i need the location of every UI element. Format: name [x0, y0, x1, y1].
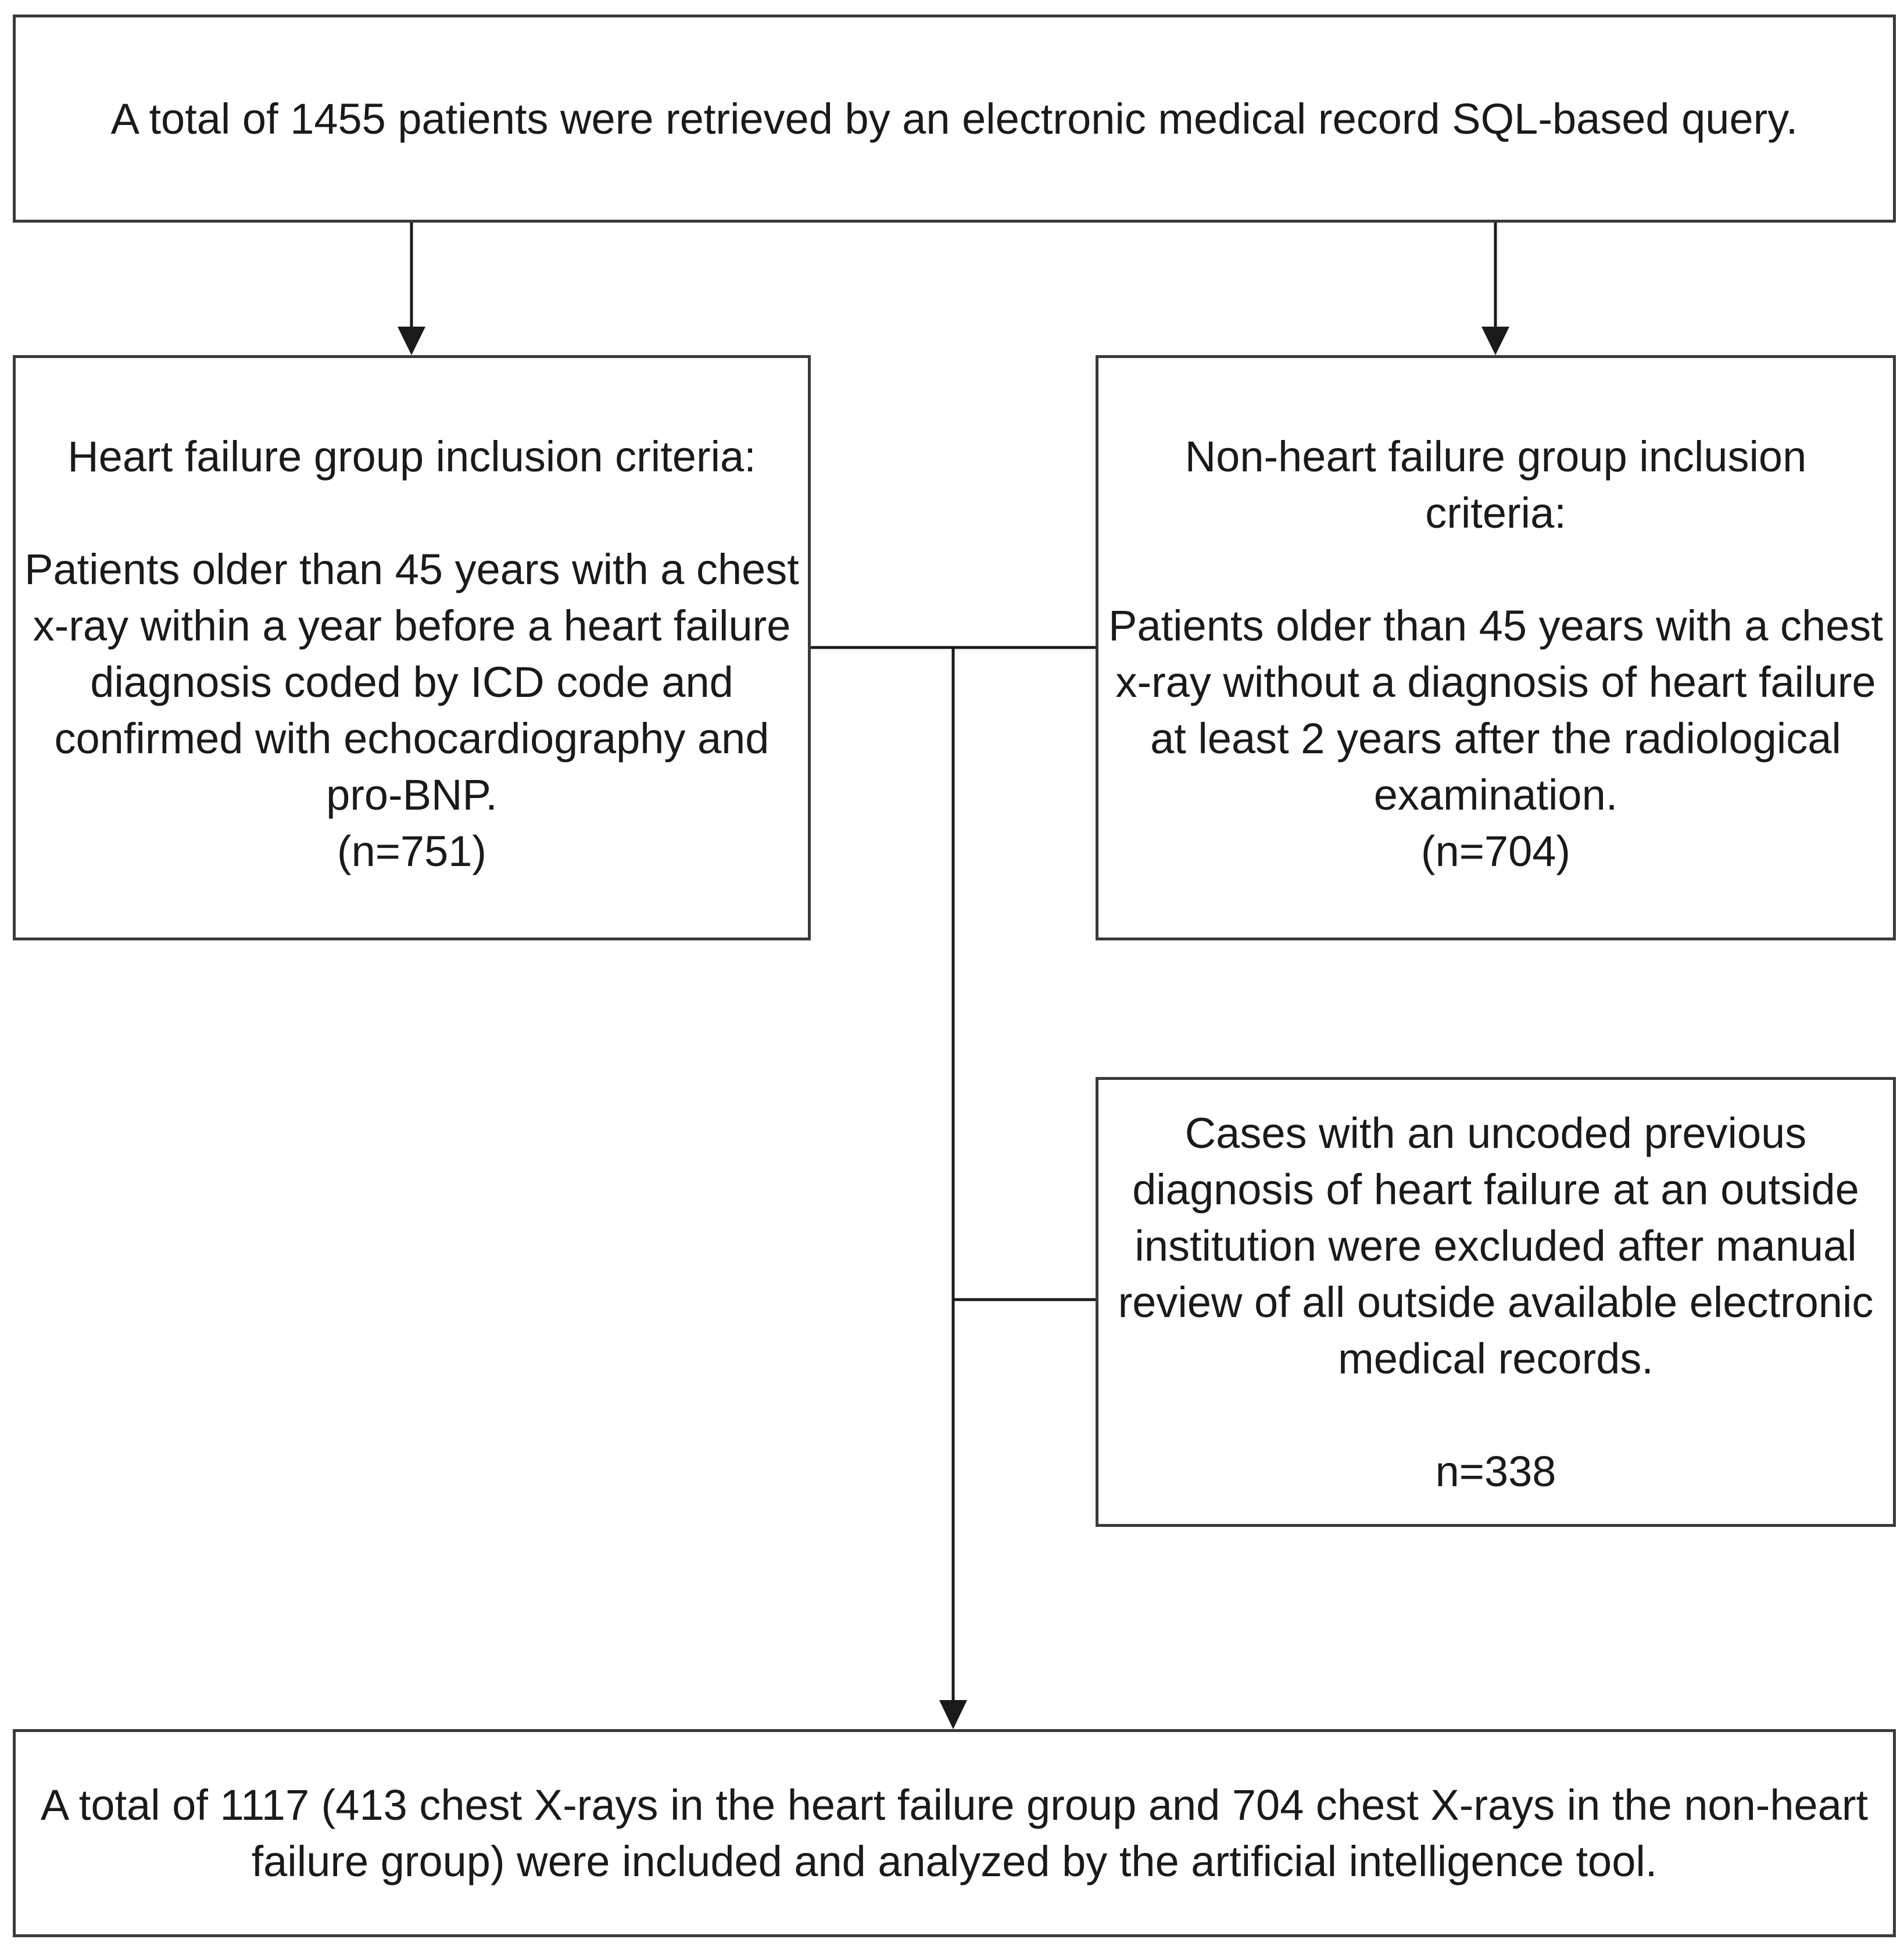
final-analysis-line: failure group) were included and analyze… — [251, 1837, 1658, 1885]
arrowhead-heart-failure — [398, 327, 425, 355]
exclusion-line: medical records. — [1338, 1334, 1654, 1383]
heart-failure-line: confirmed with echocardiography and — [54, 714, 770, 763]
non-heart-failure-line: Patients older than 45 years with a ches… — [1108, 601, 1883, 650]
heart-failure-heading: Heart failure group inclusion criteria: — [67, 432, 756, 481]
heart-failure-line: x-ray within a year before a heart failu… — [33, 601, 791, 650]
non-heart-failure-criteria-box: Non-heart failure group inclusion criter… — [1096, 355, 1896, 940]
exclusion-box: Cases with an uncoded previous diagnosis… — [1096, 1077, 1896, 1527]
final-analysis-box: A total of 1117 (413 chest X-rays in the… — [13, 1729, 1896, 1937]
non-heart-failure-line: at least 2 years after the radiological — [1150, 714, 1841, 763]
total-patients-box: A total of 1455 patients were retrieved … — [13, 15, 1896, 223]
exclusion-line: Cases with an uncoded previous — [1184, 1108, 1807, 1157]
final-analysis-line: A total of 1117 (413 chest X-rays in the… — [40, 1781, 1869, 1829]
non-heart-failure-count: (n=704) — [1420, 826, 1571, 875]
arrowhead-non-heart-failure — [1481, 327, 1509, 355]
exclusion-count: n=338 — [1435, 1447, 1556, 1495]
heart-failure-criteria-box: Heart failure group inclusion criteria: … — [13, 355, 811, 940]
heart-failure-line: Patients older than 45 years with a ches… — [24, 545, 799, 593]
heart-failure-count: (n=751) — [337, 826, 487, 875]
non-heart-failure-heading-line: Non-heart failure group inclusion — [1184, 432, 1807, 481]
heart-failure-line: diagnosis coded by ICD code and — [90, 657, 733, 706]
exclusion-line: review of all outside available electron… — [1118, 1278, 1874, 1326]
non-heart-failure-line: x-ray without a diagnosis of heart failu… — [1115, 657, 1876, 706]
exclusion-line: diagnosis of heart failure at an outside — [1132, 1165, 1859, 1214]
total-patients-text: A total of 1455 patients were retrieved … — [110, 94, 1798, 143]
non-heart-failure-heading-line: criteria: — [1425, 488, 1566, 537]
heart-failure-line: pro-BNP. — [326, 770, 498, 819]
arrowhead-final — [939, 1700, 967, 1729]
exclusion-line: institution were excluded after manual — [1134, 1221, 1857, 1270]
non-heart-failure-line: examination. — [1373, 770, 1618, 819]
